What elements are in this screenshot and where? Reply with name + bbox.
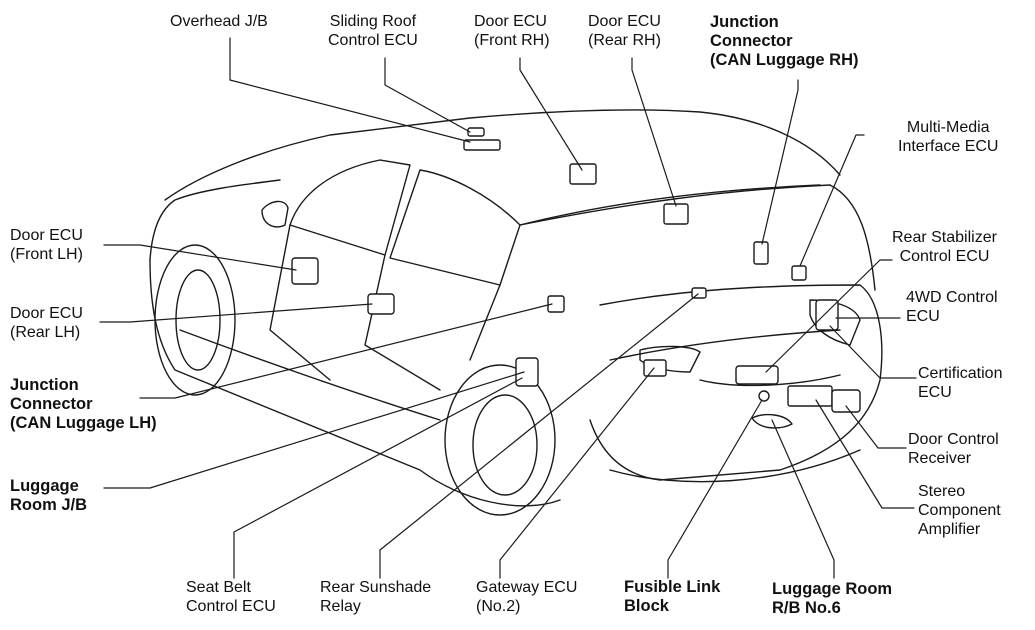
door-ecu-front-rh-shape	[569, 163, 597, 185]
label-door-ecu-front-rh: Door ECU (Front RH)	[474, 13, 550, 49]
leader-rear-stabilizer	[765, 259, 893, 373]
rear-wheel-outer	[444, 364, 556, 516]
leader-certification	[829, 325, 917, 379]
front-door-edge	[269, 224, 331, 381]
label-rear-stabilizer-ecu: Rear Stabilizer Control ECU	[892, 229, 997, 265]
leader-fusible-link	[667, 399, 763, 579]
car-body-outline	[149, 109, 883, 507]
leader-luggage-rb6	[771, 419, 835, 579]
leader-door-rear-lh	[99, 303, 373, 323]
label-door-control-receiver: Door Control Receiver	[908, 431, 999, 467]
front-wheel-inner	[175, 269, 221, 371]
fusible-link-shape	[758, 390, 770, 402]
door-ecu-front-lh-shape	[291, 257, 319, 285]
label-door-ecu-rear-lh: Door ECU (Rear LH)	[10, 305, 83, 341]
front-door-window	[289, 159, 411, 256]
leader-rear-sunshade	[379, 293, 699, 579]
label-luggage-room-rb6: Luggage Room R/B No.6	[772, 580, 893, 617]
junction-connector-lh-shape	[547, 295, 565, 313]
leader-door-front-rh	[519, 57, 583, 171]
rear-door-edge	[364, 254, 441, 391]
car-front-end	[149, 179, 281, 261]
junction-connector-rh-shape	[753, 241, 769, 265]
car-windows	[289, 159, 821, 286]
label-sliding-roof-ecu: Sliding Roof Control ECU	[328, 13, 418, 49]
leader-seat-belt	[233, 377, 523, 579]
label-luggage-room-jb: Luggage Room J/B	[10, 477, 88, 514]
label-4wd-control-ecu: 4WD Control ECU	[906, 289, 998, 325]
label-gateway-ecu: Gateway ECU (No.2)	[476, 579, 578, 615]
label-multi-media-ecu: Multi-Media Interface ECU	[898, 119, 999, 155]
side-mirror	[261, 200, 289, 228]
component-shapes	[291, 127, 861, 429]
car-rear-bumper	[609, 449, 861, 483]
label-junction-connector-rh: Junction Connector (CAN Luggage RH)	[710, 13, 859, 69]
label-rear-sunshade-relay: Rear Sunshade Relay	[320, 579, 432, 615]
leader-door-rear-rh	[631, 57, 677, 207]
sliding-roof-ecu-shape	[467, 127, 485, 137]
label-overhead-jb: Overhead J/B	[170, 13, 268, 30]
label-junction-connector-lh: Junction Connector (CAN Luggage LH)	[10, 376, 157, 432]
rear-door-window	[389, 169, 521, 286]
leader-luggage-jb	[103, 371, 525, 489]
car-side-lower	[149, 259, 561, 507]
car-side-sill	[179, 329, 441, 421]
label-door-ecu-rear-rh: Door ECU (Rear RH)	[588, 13, 661, 49]
rear-door-rear-edge	[469, 284, 501, 361]
multi-media-ecu-shape	[791, 265, 807, 281]
label-fusible-link-block: Fusible Link Block	[624, 578, 721, 615]
leader-door-control	[845, 405, 907, 449]
leader-lines	[99, 37, 917, 579]
leader-gateway	[499, 367, 655, 579]
gateway-ecu-shape	[643, 359, 667, 377]
leader-junction-lh	[139, 303, 553, 399]
label-certification-ecu: Certification ECU	[918, 365, 1003, 401]
rear-stabilizer-ecu-shape	[735, 365, 779, 385]
leader-overhead-jb	[229, 37, 471, 143]
door-control-receiver-shape	[831, 389, 861, 413]
rear-wheel-inner	[472, 394, 538, 496]
overhead-jb-shape	[463, 139, 501, 151]
car-details	[261, 200, 861, 387]
leader-stereo	[815, 399, 915, 509]
label-door-ecu-front-lh: Door ECU (Front LH)	[10, 227, 83, 263]
label-stereo-amplifier: Stereo Component Amplifier	[918, 483, 1001, 538]
leader-sliding-roof	[384, 57, 471, 133]
label-seat-belt-ecu: Seat Belt Control ECU	[186, 579, 276, 615]
door-ecu-rear-rh-shape	[663, 203, 689, 225]
car-doors	[269, 224, 501, 391]
trunk-lid-line	[609, 329, 841, 361]
car-trunk-top	[519, 184, 876, 291]
leader-junction-rh	[761, 79, 799, 245]
rear-window	[519, 184, 821, 226]
seat-belt-ecu-shape	[515, 357, 539, 387]
car-roof-line	[164, 109, 841, 201]
leader-door-front-lh	[103, 244, 297, 271]
front-wheel-outer	[154, 244, 236, 396]
leader-multi-media	[799, 134, 865, 267]
license-plate-area	[699, 374, 841, 387]
car-rear-panel	[589, 284, 883, 481]
car-wheels	[154, 244, 556, 516]
stereo-amplifier-shape	[787, 385, 833, 407]
